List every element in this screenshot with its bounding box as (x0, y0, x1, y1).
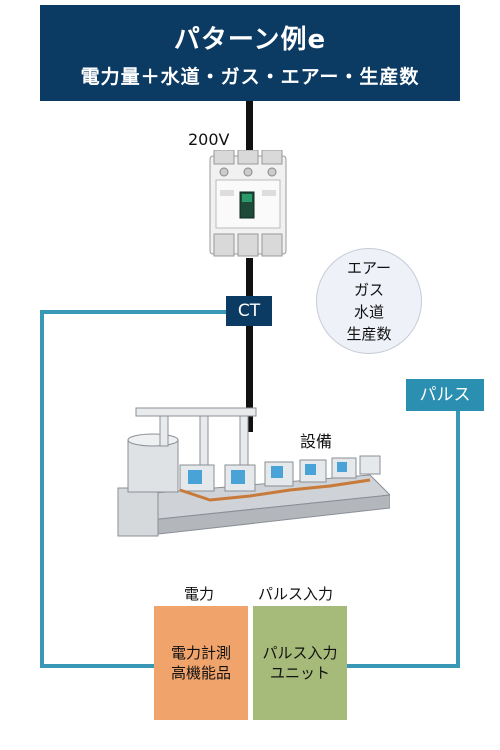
bubble-line-production: 生産数 (346, 325, 392, 343)
ct-label: CT (226, 296, 272, 326)
pulse-unit-line-1: パルス入力 (262, 644, 338, 662)
power-line-lower (246, 326, 253, 432)
power-meter-box: 電力計測 高機能品 (154, 606, 248, 720)
bubble-line-air: エアー (346, 259, 392, 277)
pulse-input-header: パルス入力 (258, 585, 334, 603)
power-line-middle (246, 258, 253, 296)
equipment-machine-icon (117, 407, 390, 537)
power-header: 電力 (184, 585, 215, 603)
ct-wire-horizontal-bottom (40, 664, 154, 668)
power-meter-line-1: 電力計測 (170, 644, 231, 662)
equipment-label: 設備 (300, 432, 333, 451)
pulse-input-unit-box: パルス入力 ユニット (253, 606, 347, 720)
measured-items-bubble: エアー ガス 水道 生産数 (316, 248, 422, 354)
circuit-breaker-icon (209, 150, 287, 257)
pulse-wire-horizontal (347, 664, 460, 668)
diagram-title: パターン例e (173, 25, 327, 55)
bubble-line-water: 水道 (353, 303, 384, 321)
power-line-top (246, 101, 253, 153)
ct-wire-horizontal-top (40, 310, 226, 314)
voltage-label: 200V (188, 130, 230, 149)
bubble-line-gas: ガス (353, 281, 384, 299)
diagram-subtitle: 電力量＋水道・ガス・エアー・生産数 (80, 66, 420, 88)
pulse-label: パルス (406, 379, 484, 411)
pulse-wire-vertical (456, 411, 460, 668)
power-meter-line-2: 高機能品 (170, 664, 231, 682)
ct-wire-vertical (40, 310, 44, 668)
pulse-unit-line-2: ユニット (269, 664, 330, 682)
title-banner: パターン例e 電力量＋水道・ガス・エアー・生産数 (40, 5, 460, 101)
